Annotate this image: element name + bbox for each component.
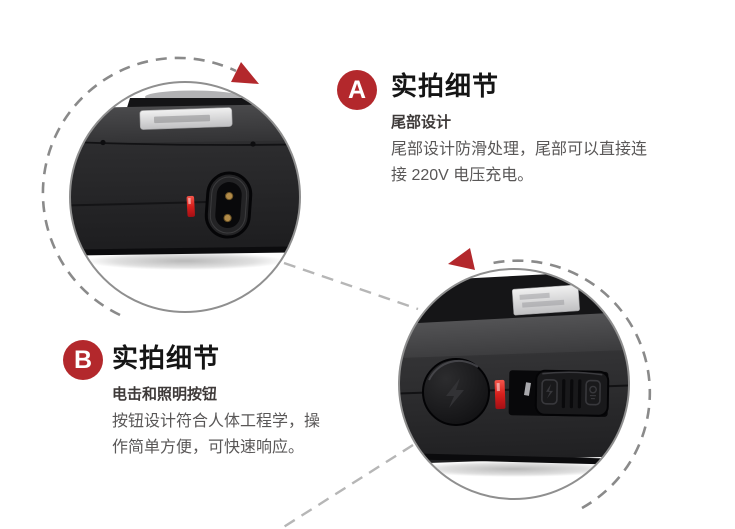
- port-pin-top: [225, 191, 234, 201]
- switch-cap: [534, 369, 610, 417]
- device-tail-photo: [70, 82, 300, 312]
- section-b-title: 实拍细节: [112, 343, 221, 373]
- port-pin-bottom: [223, 213, 232, 223]
- badge-a: A: [337, 70, 377, 110]
- silver-label: [139, 107, 233, 130]
- section-b-subtitle: 电击和照明按钮: [112, 386, 218, 403]
- photo-circle-buttons: [398, 268, 630, 500]
- section-b-body-line1: 按钮设计符合人体工程学，操: [112, 413, 321, 430]
- screw-right: [250, 141, 256, 147]
- lightning-icon: [446, 378, 464, 408]
- section-a-body: 尾部设计防滑处理，尾部可以直接连 接 220V 电压充电。: [391, 137, 721, 189]
- section-a-body-line1: 尾部设计防滑处理，尾部可以直接连: [391, 141, 648, 158]
- floor-shadow: [85, 252, 285, 270]
- section-b-body: 按钮设计符合人体工程学，操 作简单方便，可快速响应。: [112, 409, 392, 461]
- device-side-photo: [399, 269, 629, 499]
- section-b-body-line2: 作简单方便，可快速响应。: [112, 439, 305, 456]
- section-a-body-line2: 接 220V 电压充电。: [391, 167, 534, 184]
- status-indicator-light: [494, 379, 506, 410]
- device-front-face: [70, 140, 300, 254]
- silver-label: [511, 284, 580, 316]
- charge-indicator-light: [186, 195, 195, 218]
- section-a-subtitle: 尾部设计: [391, 114, 452, 131]
- section-a-title: 实拍细节: [391, 71, 500, 101]
- screw-left: [100, 139, 106, 146]
- mode-switch: [508, 369, 610, 417]
- section-a-text: 实拍细节 尾部设计 尾部设计防滑处理，尾部可以直接连 接 220V 电压充电。: [391, 72, 721, 189]
- power-button: [422, 358, 490, 426]
- charging-port: [204, 171, 253, 239]
- section-b-text: 实拍细节 电击和照明按钮 按钮设计符合人体工程学，操 作简单方便，可快速响应。: [112, 344, 392, 461]
- photo-circle-tail: [69, 81, 301, 313]
- badge-b: B: [63, 340, 103, 380]
